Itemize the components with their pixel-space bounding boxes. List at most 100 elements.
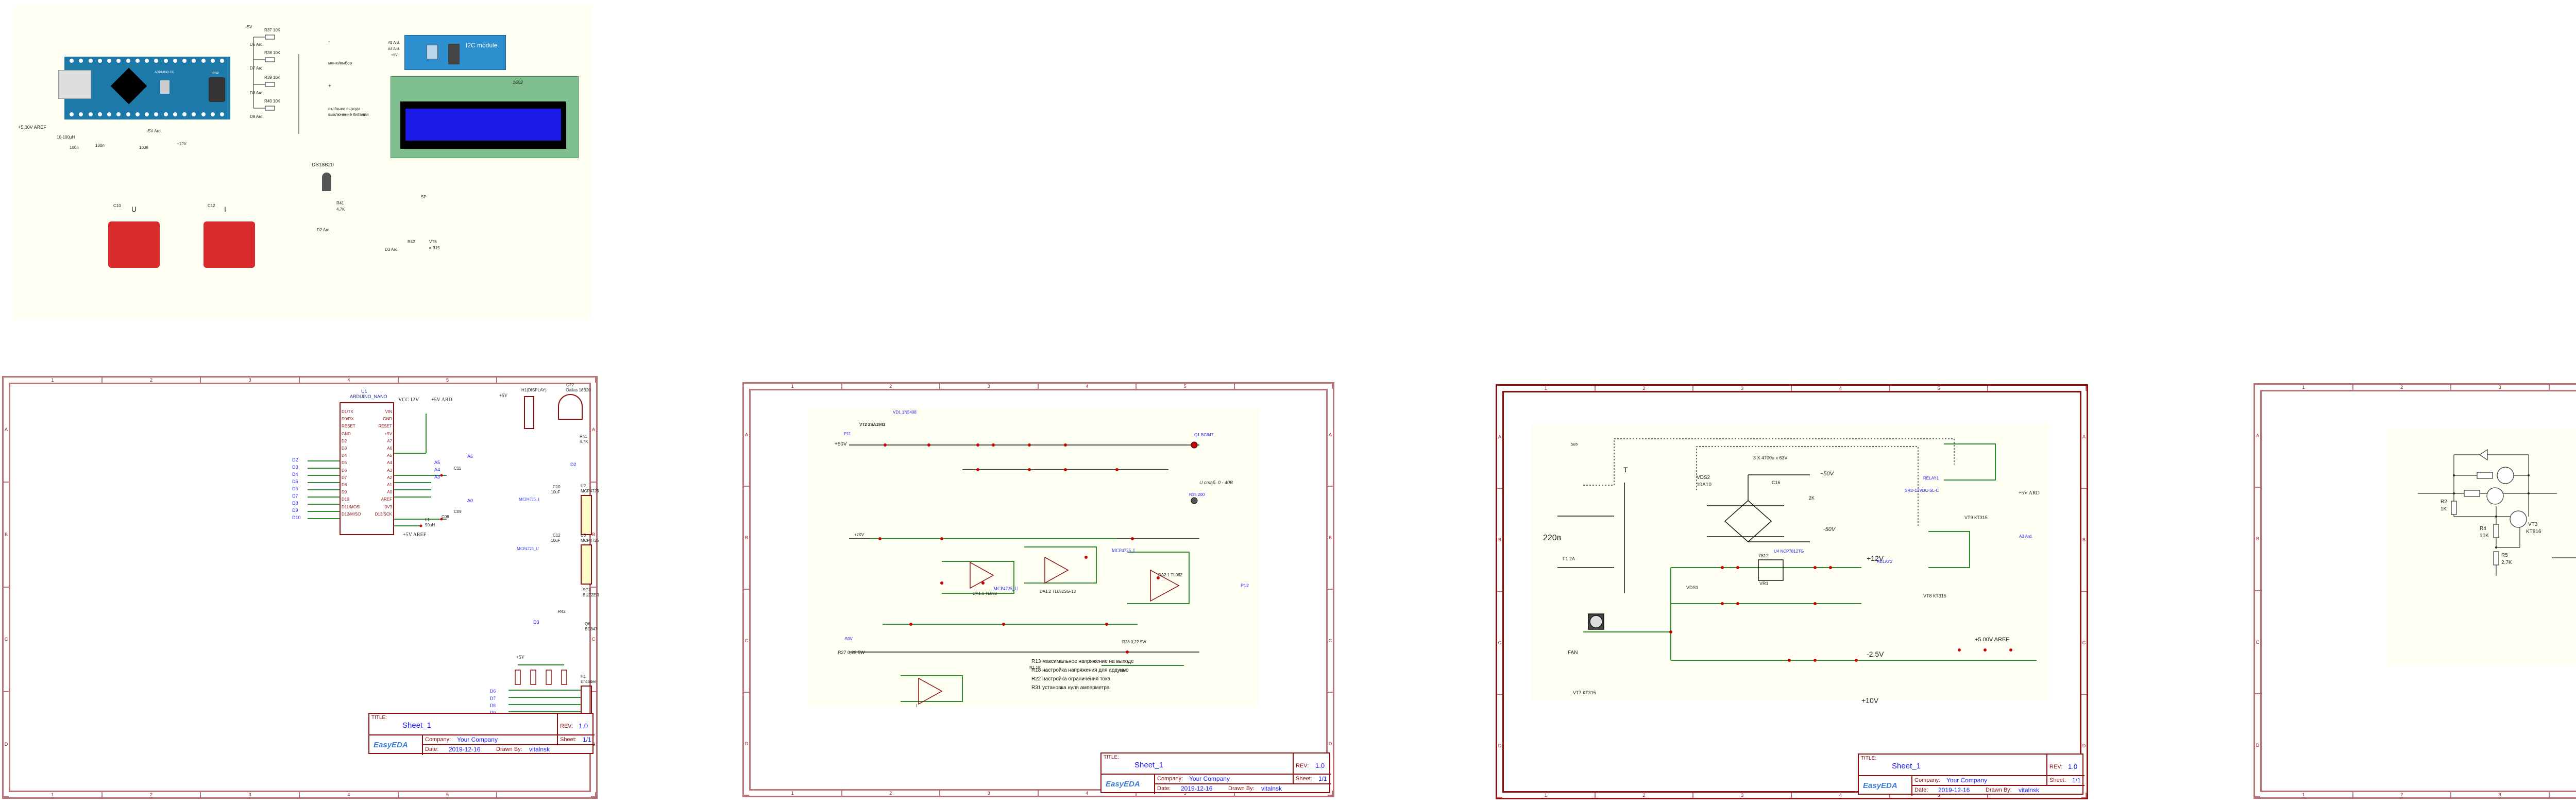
u2-name: MCP4725 [581, 489, 599, 493]
reference-image-panel: ARDUINO.CC ICSP +5.00V AREF 10-100µH 100… [13, 5, 591, 319]
label-r27: R28 0,22 5W [1122, 640, 1146, 644]
left-r5: R5 [2501, 553, 2508, 558]
label-vt9: VT9 КТ315 [1964, 515, 1988, 520]
label-plus50v: +50V [1820, 471, 1834, 477]
i2c-sda-net: A4 Ard. [388, 47, 400, 51]
dac-u-label: U [131, 205, 137, 213]
u2-net: MCP4725_I [519, 497, 539, 502]
label-minus25: R1 1K [1029, 665, 1041, 670]
label-plus10v: +10V [1861, 696, 1879, 705]
btn-r39-label: R39 10K [264, 75, 281, 80]
label-minus50: R27 0,22 5W [838, 650, 865, 655]
btn-d9-label: D9 Ard. [250, 114, 264, 119]
dac-i-cap: C12 [208, 203, 215, 208]
left-r2-val: 1K [2441, 506, 2447, 512]
label-fan: FAN [1568, 650, 1578, 656]
label-u4: U4 NCP7812TG [1774, 549, 1804, 554]
label-relay2: RELAY2 [1877, 559, 1893, 564]
drawn-value: vitalnsk [529, 746, 550, 753]
left-r5-val: 2,7K [2501, 560, 2512, 566]
drawn-label: Drawn By: [496, 746, 522, 752]
l1-label: L1 [425, 518, 430, 522]
btn-power-note: вкл/выкл выхода выключение питания [328, 107, 369, 117]
composite-transistor-panel: R2 1K R4 10K VT3 KT816 R5 2,7K R2 1K R4 … [2387, 429, 2576, 666]
drawn-label: Drawn By: [1986, 787, 2012, 793]
company-value: Your Company [1189, 775, 1230, 782]
btn-d7-label: D7 Ard. [250, 66, 264, 71]
label-p11: P11 [844, 432, 851, 436]
label-mcp-i: MCP4725_I [1112, 548, 1135, 553]
lcd-bezel [400, 101, 566, 149]
regulator-schematic-panel: R13 максимальное напряжение на выходе R1… [808, 408, 1259, 708]
u3-ref: U3 [581, 533, 586, 538]
dac-i-label: I [224, 205, 226, 213]
ds18b20-body [322, 173, 331, 191]
label-transformer: T [1623, 466, 1628, 474]
label-relay-model: SRD-12VDC-SL-C [1905, 488, 1939, 493]
sg1-name: BUZZER [583, 593, 599, 597]
net-a0: A0 [467, 498, 473, 503]
note-r18: R18 настройка напряжения для ардуино [1031, 667, 1129, 673]
h1-display-ref: H1(DISPLAY) [521, 388, 547, 392]
label-caps: 3 X 4700u x 63V [1753, 455, 1788, 460]
sheet-inner-border [1502, 391, 2081, 793]
date-value: 2019-12-16 [449, 746, 481, 753]
sheet-inner-border [2260, 390, 2576, 792]
label-p12: -50V [844, 637, 853, 641]
rev-value: 1.0 [1315, 762, 1325, 769]
v5ard-label: +5V ARD [431, 397, 452, 403]
title-value: Sheet_1 [402, 721, 431, 730]
q6-ref: Q6 [585, 622, 590, 626]
mcp4725-u-board [108, 221, 160, 268]
btn-plus-note: + [328, 83, 331, 89]
company-value: Your Company [1946, 777, 1987, 784]
i2c-pot [427, 45, 438, 59]
mcu-chip [110, 67, 147, 105]
easyeda-logo: EasyEDA [1106, 780, 1140, 789]
net-a6: A6 [467, 454, 473, 459]
label-da22: I [916, 704, 918, 708]
v5aref-label: +5V AREF [403, 532, 427, 538]
label-plus10: +10V [854, 533, 864, 537]
label-7812: 7812 [1758, 553, 1769, 558]
btn-d8-label: D8 Ard. [250, 91, 264, 95]
btn-r40-label: R40 10K [264, 99, 281, 104]
label-minus25v: -2.5V [1867, 650, 1884, 658]
label-a3: A3 Ard. [2019, 534, 2033, 539]
sheet-label: Sheet: [1296, 776, 1312, 782]
u3-chip [581, 544, 592, 585]
q22-ref: Q22 [566, 383, 574, 387]
u1-arduino-symbol [340, 402, 394, 535]
label-vd1: VD1 1N5408 [893, 410, 917, 415]
encoder-wires [509, 664, 581, 712]
c12-label: C12 [553, 533, 561, 538]
button-block-wiring [253, 35, 299, 134]
company-label: Company: [425, 737, 451, 743]
buttons-vcc-label: +5V [245, 25, 252, 29]
q6-val: BC847 [585, 627, 598, 631]
label-c16: C16 [1772, 480, 1781, 485]
r42-ref: R42 [558, 609, 566, 614]
sheet-inner-border [9, 383, 591, 792]
label-relay1: RELAY1 [1923, 476, 1939, 481]
title-block: TITLE: Sheet_1 REV: 1.0 EasyEDA Company:… [368, 713, 595, 755]
c12-val: 10uF [551, 538, 561, 543]
btn-minus-note: - [328, 39, 330, 45]
c10-label: C10 [553, 485, 561, 489]
psu-schematic-panel: SB5 T 220в F1 2A VDS2 10A10 3 X 4700u x … [1532, 423, 2049, 705]
aref-label: +5.00V AREF [18, 125, 46, 130]
mcp4725-i-board [204, 221, 255, 268]
arduino-nano-board: ARDUINO.CC ICSP [58, 57, 230, 119]
c11-label: C11 [454, 466, 462, 471]
sheet-value: 1/1 [2072, 777, 2081, 784]
btn-menu-note: меню/выбор [328, 61, 352, 65]
